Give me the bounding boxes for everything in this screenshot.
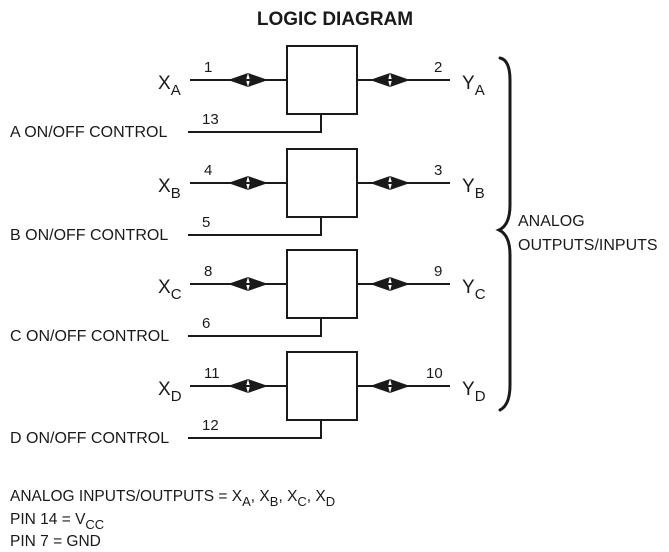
x-pin-number: 8	[204, 263, 212, 280]
x-pin-number: 1	[204, 59, 212, 76]
channel-b: XB 4 3 YB B ON/OFF CONTROL 5	[10, 148, 485, 244]
bidirectional-arrow-icon	[248, 379, 268, 393]
switch-box	[286, 351, 358, 421]
y-signal-label: YB	[462, 176, 485, 202]
bidirectional-arrow-icon	[228, 277, 248, 291]
bidirectional-arrow-icon	[390, 73, 410, 87]
control-pin-number: 6	[202, 315, 210, 332]
control-label: B ON/OFF CONTROL	[10, 227, 168, 244]
x-signal-label: XD	[158, 379, 182, 405]
switch-box	[286, 148, 358, 218]
control-wire	[188, 114, 322, 133]
channel-c: XC 8 9 YC C ON/OFF CONTROL 6	[10, 249, 486, 345]
y-pin-number: 9	[434, 263, 442, 280]
bidirectional-arrow-icon	[248, 73, 268, 87]
bidirectional-arrow-icon	[228, 176, 248, 190]
note-pin14: PIN 14 = VCC	[10, 511, 104, 532]
control-label: A ON/OFF CONTROL	[10, 124, 167, 141]
channel-d: XD 11 10 YD D ON/OFF CONTROL 12	[10, 351, 486, 447]
bidirectional-arrow-icon	[248, 176, 268, 190]
control-label: C ON/OFF CONTROL	[10, 328, 169, 345]
switch-box	[286, 45, 358, 115]
bidirectional-arrow-icon	[390, 277, 410, 291]
x-signal-label: XA	[158, 73, 181, 99]
bidirectional-arrow-icon	[390, 379, 410, 393]
x-signal-label: XB	[158, 176, 181, 202]
curly-brace	[495, 56, 512, 412]
bidirectional-arrow-icon	[248, 277, 268, 291]
y-pin-number: 3	[434, 162, 442, 179]
y-pin-number: 2	[434, 59, 442, 76]
brace-label-line2: OUTPUTS/INPUTS	[518, 237, 658, 254]
bidirectional-arrow-icon	[370, 176, 390, 190]
bidirectional-arrow-icon	[228, 73, 248, 87]
note-pin7: PIN 7 = GND	[10, 533, 101, 550]
y-signal-label: YC	[462, 277, 486, 303]
bidirectional-arrow-icon	[370, 379, 390, 393]
control-wire	[188, 217, 322, 236]
control-pin-number: 12	[202, 417, 219, 434]
bidirectional-arrow-icon	[228, 379, 248, 393]
control-pin-number: 13	[202, 111, 219, 128]
x-pin-number: 4	[204, 162, 212, 179]
x-signal-label: XC	[158, 277, 182, 303]
bidirectional-arrow-icon	[370, 277, 390, 291]
control-pin-number: 5	[202, 214, 210, 231]
channel-a: XA 1 2 YA A ON/OFF CONTROL 13	[10, 45, 485, 141]
bidirectional-arrow-icon	[370, 73, 390, 87]
control-wire	[188, 318, 322, 337]
note-analog-inputs-outputs: ANALOG INPUTS/OUTPUTS = XA, XB, XC, XD	[10, 488, 335, 509]
control-label: D ON/OFF CONTROL	[10, 430, 169, 447]
y-signal-label: YA	[462, 73, 485, 99]
switch-box	[286, 249, 358, 319]
y-pin-number: 10	[426, 365, 443, 382]
control-wire	[188, 420, 322, 439]
x-pin-number: 11	[204, 365, 220, 382]
bidirectional-arrow-icon	[390, 176, 410, 190]
y-signal-label: YD	[462, 379, 486, 405]
brace-label-line1: ANALOG	[518, 213, 585, 230]
diagram-title: LOGIC DIAGRAM	[257, 9, 413, 30]
